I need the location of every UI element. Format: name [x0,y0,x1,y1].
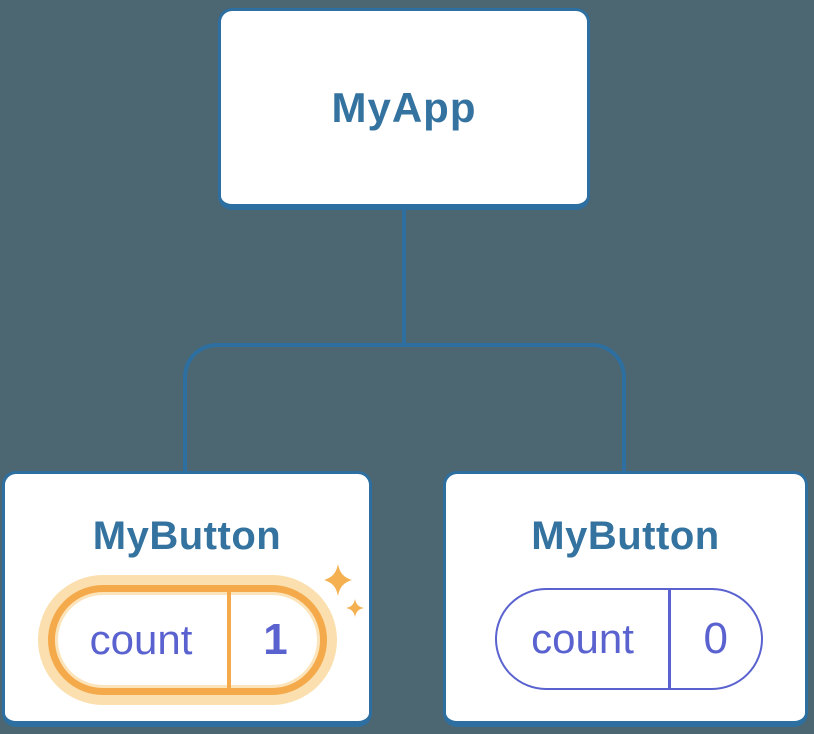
sparkle-icon [324,564,364,617]
state-key-label: count [89,616,193,663]
pill-divider [668,590,671,688]
node-myapp-label: MyApp [331,83,477,131]
state-key-label: count [531,615,634,662]
state-value-label: 0 [703,614,728,663]
pill-divider [227,592,231,688]
connector-stem [402,209,406,347]
node-mybutton-left-label: MyButton [92,514,282,558]
state-pill-plain: count 0 [495,588,763,690]
node-mybutton-right-label: MyButton [531,514,720,558]
state-value-label: 1 [263,615,288,664]
state-pill-highlighted: count 1 [48,585,327,695]
node-myapp: MyApp [218,8,590,210]
connector-bracket [183,343,626,471]
